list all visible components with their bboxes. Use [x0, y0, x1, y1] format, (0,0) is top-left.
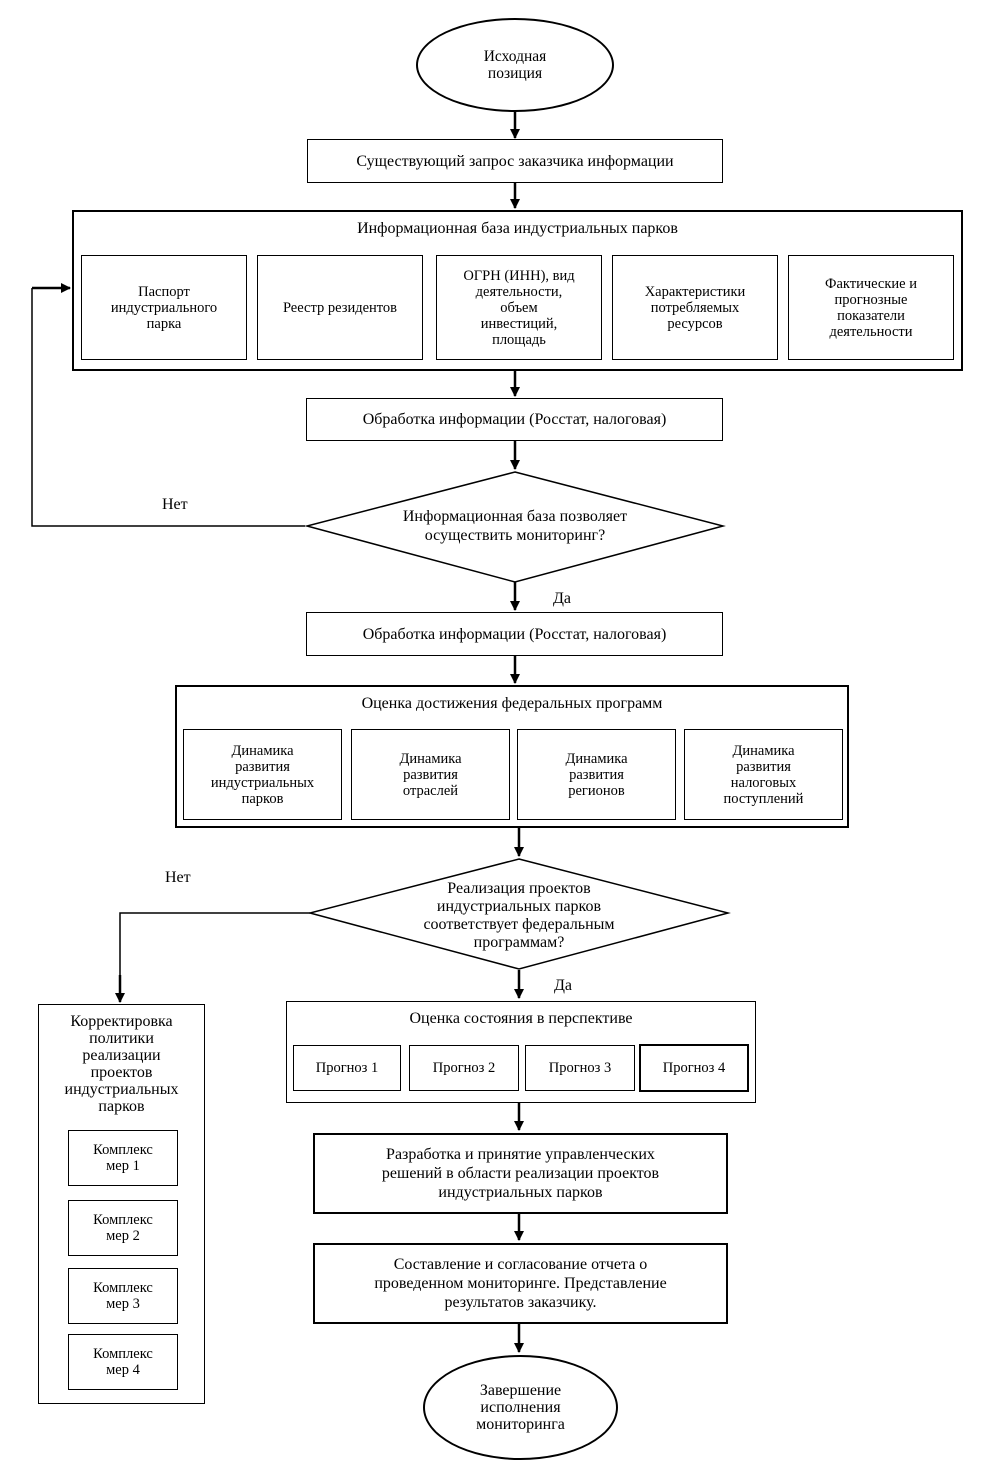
correction-item-1: Комплекс мер 1 — [68, 1130, 178, 1186]
federal-title: Оценка достижения федеральных программ — [361, 695, 663, 712]
infobase-item-indicators: Фактические и прогнозные показатели деят… — [788, 255, 954, 360]
correction-container: Корректировка политики реализации проект… — [38, 1004, 205, 1404]
outlook-item-3: Прогноз 3 — [525, 1045, 635, 1091]
start-node: Исходная позиция — [416, 18, 614, 112]
arrow-decision2-no — [119, 912, 310, 990]
report-box: Составление и согласование отчета о пров… — [313, 1243, 728, 1324]
infobase-title: Информационная база индустриальных парко… — [357, 220, 678, 237]
outlook-item-4: Прогноз 4 — [639, 1044, 749, 1092]
decision2-text: Реализация проектов индустриальных парко… — [423, 880, 615, 951]
decision2-shape — [307, 858, 731, 970]
infobase-container: Информационная база индустриальных парко… — [72, 210, 963, 371]
correction-title: Корректировка политики реализации проект… — [64, 1013, 179, 1115]
outlook-item-2: Прогноз 2 — [409, 1045, 519, 1091]
arrow-decision-no-loop — [31, 288, 305, 527]
correction-item-2: Комплекс мер 2 — [68, 1200, 178, 1256]
federal-item-taxes: Динамика развития налоговых поступлений — [684, 729, 843, 820]
decision1-no-label: Нет — [162, 496, 188, 513]
outlook-title: Оценка состояния в перспективе — [409, 1010, 633, 1027]
decision1-yes-label: Да — [553, 590, 572, 607]
outlook-item-1: Прогноз 1 — [293, 1045, 401, 1091]
infobase-item-registry: Реестр резидентов — [257, 255, 423, 360]
decision1-shape — [304, 471, 726, 583]
infobase-item-passport: Паспорт индустриального парка — [81, 255, 247, 360]
decisions-box: Разработка и принятие управленческих реш… — [313, 1133, 728, 1214]
processing-box-2: Обработка информации (Росстат, налоговая… — [306, 612, 723, 656]
federal-item-regions: Динамика развития регионов — [517, 729, 676, 820]
end-node: Завершение исполнения мониторинга — [423, 1355, 618, 1460]
request-box: Существующий запрос заказчика информации — [307, 139, 723, 183]
infobase-item-ogrn: ОГРН (ИНН), вид деятельности, объем инве… — [436, 255, 602, 360]
outlook-container: Оценка состояния в перспективе Прогноз 1… — [286, 1001, 756, 1103]
federal-item-parks: Динамика развития индустриальных парков — [183, 729, 342, 820]
federal-item-industries: Динамика развития отраслей — [351, 729, 510, 820]
decision1-text: Информационная база позволяет осуществит… — [402, 508, 628, 544]
decision2-no-label: Нет — [165, 869, 191, 886]
federal-container: Оценка достижения федеральных программ Д… — [175, 685, 849, 828]
processing-box-1: Обработка информации (Росстат, налоговая… — [306, 398, 723, 441]
decision2-yes-label: Да — [554, 977, 573, 994]
correction-item-3: Комплекс мер 3 — [68, 1268, 178, 1324]
correction-item-4: Комплекс мер 4 — [68, 1334, 178, 1390]
infobase-item-resources: Характеристики потребляемых ресурсов — [612, 255, 778, 360]
